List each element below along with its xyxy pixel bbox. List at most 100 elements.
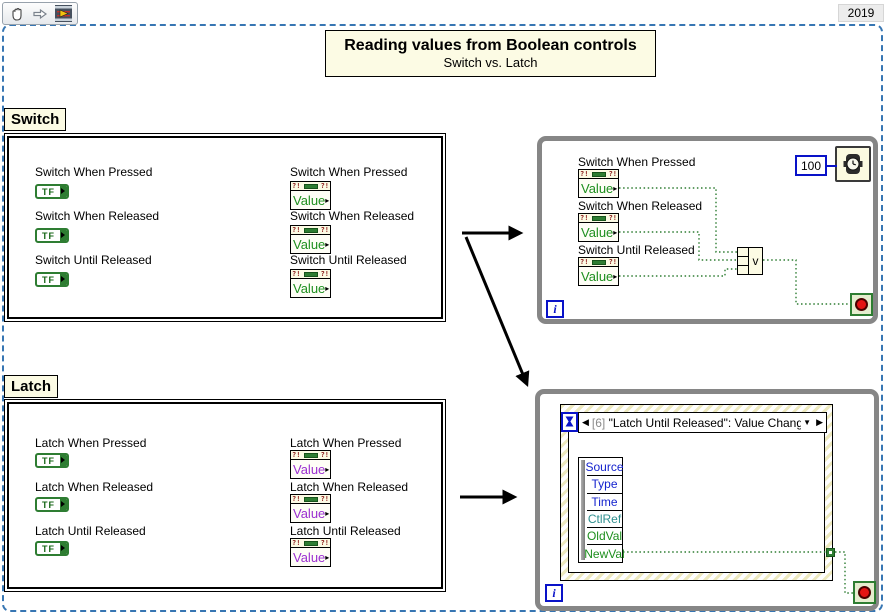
property-node-label: Latch When Pressed bbox=[290, 436, 402, 450]
event-field[interactable]: Time bbox=[587, 494, 622, 511]
while-loop-border[interactable] bbox=[535, 389, 879, 611]
property-node-label: Switch Until Released bbox=[290, 253, 407, 267]
control-reference-strip: ?! ?! bbox=[291, 269, 330, 279]
red-stop-circle-icon bbox=[858, 586, 871, 599]
control-reference-strip: ?! ?! bbox=[291, 538, 330, 548]
value-out-arrow-icon: ▸ bbox=[325, 508, 330, 518]
value-out-arrow-icon: ▸ bbox=[325, 464, 330, 474]
terminal-arrow-icon bbox=[60, 230, 67, 241]
or-inputs bbox=[738, 248, 749, 274]
wristwatch-icon bbox=[843, 154, 863, 174]
boolean-ref-icon bbox=[303, 183, 318, 189]
diagram-dashed-border bbox=[2, 24, 883, 612]
boolean-terminal[interactable]: TF bbox=[35, 497, 69, 512]
red-stop-circle-icon bbox=[855, 298, 868, 311]
wait-ms-constant[interactable]: 100 bbox=[795, 155, 827, 176]
terminal-arrow-icon bbox=[60, 274, 67, 285]
case-dropdown-icon[interactable]: ▼ bbox=[803, 418, 812, 427]
value-property-node[interactable]: ?! ?! Value ▸ bbox=[578, 213, 619, 242]
stop-button-terminal[interactable] bbox=[850, 293, 873, 316]
value-property-node[interactable]: ?! ?! Value ▸ bbox=[290, 225, 331, 254]
timeout-terminal[interactable] bbox=[561, 412, 578, 432]
boolean-ref-icon bbox=[591, 215, 606, 221]
boolean-terminal[interactable]: TF bbox=[35, 453, 69, 468]
event-field[interactable]: Type bbox=[587, 476, 622, 494]
property-node-label: Latch Until Released bbox=[290, 524, 401, 538]
value-property-node[interactable]: ?! ?! Value ▸ bbox=[290, 494, 331, 523]
boolean-terminal[interactable]: TF bbox=[35, 184, 69, 199]
boolean-terminal[interactable]: TF bbox=[35, 272, 69, 287]
control-label: Switch When Released bbox=[35, 209, 160, 223]
control-reference-strip: ?! ?! bbox=[291, 181, 330, 191]
while-loop-event: ◀ [6] "Latch Until Released": Value Chan… bbox=[535, 389, 879, 611]
value-out-arrow-icon: ▸ bbox=[325, 195, 330, 205]
control-label: Switch Until Released bbox=[35, 253, 152, 267]
boolean-ref-icon bbox=[303, 271, 318, 277]
terminal-arrow-icon bbox=[60, 455, 67, 466]
control-reference-strip: ?! ?! bbox=[579, 169, 618, 179]
value-property-node[interactable]: ?! ?! Value ▸ bbox=[578, 257, 619, 286]
next-case-icon[interactable]: ▶ bbox=[816, 417, 823, 427]
boolean-ref-icon bbox=[591, 171, 606, 177]
control-reference-strip: ?! ?! bbox=[579, 213, 618, 223]
value-out-arrow-icon: ▸ bbox=[613, 183, 618, 193]
event-field[interactable]: NewVal bbox=[584, 547, 625, 562]
value-out-arrow-icon: ▸ bbox=[613, 227, 618, 237]
boolean-ref-icon bbox=[303, 540, 318, 546]
control-label: Latch When Pressed bbox=[35, 436, 147, 450]
boolean-terminal[interactable]: TF bbox=[35, 541, 69, 556]
event-case-selector[interactable]: ◀ [6] "Latch Until Released": Value Chan… bbox=[578, 412, 827, 433]
property-node-label: Switch When Pressed bbox=[578, 155, 696, 169]
terminal-arrow-icon bbox=[60, 186, 67, 197]
boolean-ref-icon bbox=[303, 452, 318, 458]
property-node-label: Switch Until Released bbox=[578, 243, 695, 257]
event-field[interactable]: Source bbox=[585, 459, 624, 477]
property-node-label: Latch When Released bbox=[290, 480, 409, 494]
boolean-terminal[interactable]: TF bbox=[35, 228, 69, 243]
event-data-node[interactable]: Source Type Time CtlRef OldVal NewVal bbox=[578, 457, 625, 563]
terminal-arrow-icon bbox=[60, 499, 67, 510]
while-loop-top: Switch When Pressed ?! ?! Value ▸ Switch… bbox=[537, 136, 878, 324]
event-structure[interactable]: ◀ [6] "Latch Until Released": Value Chan… bbox=[560, 404, 835, 581]
while-loop-border[interactable] bbox=[537, 136, 878, 324]
compound-or-node[interactable]: v bbox=[737, 247, 763, 275]
property-node-label: Switch When Released bbox=[290, 209, 415, 223]
boolean-ref-icon bbox=[303, 227, 318, 233]
title-subheading: Switch vs. Latch bbox=[443, 55, 538, 70]
value-property-node[interactable]: ?! ?! Value ▸ bbox=[290, 269, 331, 298]
title-heading: Reading values from Boolean controls bbox=[344, 37, 637, 54]
hourglass-icon bbox=[565, 416, 574, 427]
switch-section-label: Switch bbox=[4, 108, 67, 131]
control-label: Latch Until Released bbox=[35, 524, 146, 538]
latch-section-label: Latch bbox=[4, 375, 59, 398]
vi-film-icon[interactable] bbox=[54, 5, 72, 23]
iteration-terminal[interactable]: i bbox=[545, 584, 563, 602]
event-field[interactable]: OldVal bbox=[587, 528, 622, 546]
control-label: Latch When Released bbox=[35, 480, 154, 494]
iteration-terminal[interactable]: i bbox=[546, 300, 564, 318]
event-case-label[interactable]: [6] "Latch Until Released": Value Change bbox=[591, 415, 802, 430]
stop-button-terminal[interactable] bbox=[853, 581, 876, 604]
terminal-arrow-icon bbox=[60, 543, 67, 554]
hand-tool-icon[interactable] bbox=[8, 5, 26, 23]
labview-version-badge: 2019 bbox=[838, 4, 884, 22]
switch-frame: Switch When Pressed TF Switch When Relea… bbox=[4, 133, 446, 322]
control-reference-strip: ?! ?! bbox=[579, 257, 618, 267]
wait-ms-node[interactable] bbox=[835, 146, 871, 182]
output-tunnel[interactable] bbox=[826, 548, 835, 557]
control-reference-strip: ?! ?! bbox=[291, 225, 330, 235]
forward-arrow-icon[interactable] bbox=[31, 5, 49, 23]
diagram-title: Reading values from Boolean controls Swi… bbox=[325, 30, 656, 77]
previous-case-icon[interactable]: ◀ bbox=[582, 417, 589, 427]
latch-frame: Latch When Pressed TF Latch When Release… bbox=[4, 399, 446, 592]
value-property-node[interactable]: ?! ?! Value ▸ bbox=[290, 450, 331, 479]
value-property-node[interactable]: ?! ?! Value ▸ bbox=[290, 538, 331, 567]
property-node-label: Switch When Pressed bbox=[290, 165, 408, 179]
value-property-node[interactable]: ?! ?! Value ▸ bbox=[578, 169, 619, 198]
value-property-node[interactable]: ?! ?! Value ▸ bbox=[290, 181, 331, 210]
control-reference-strip: ?! ?! bbox=[291, 450, 330, 460]
boolean-ref-icon bbox=[303, 496, 318, 502]
event-field[interactable]: CtlRef bbox=[587, 511, 622, 529]
value-out-arrow-icon: ▸ bbox=[325, 552, 330, 562]
